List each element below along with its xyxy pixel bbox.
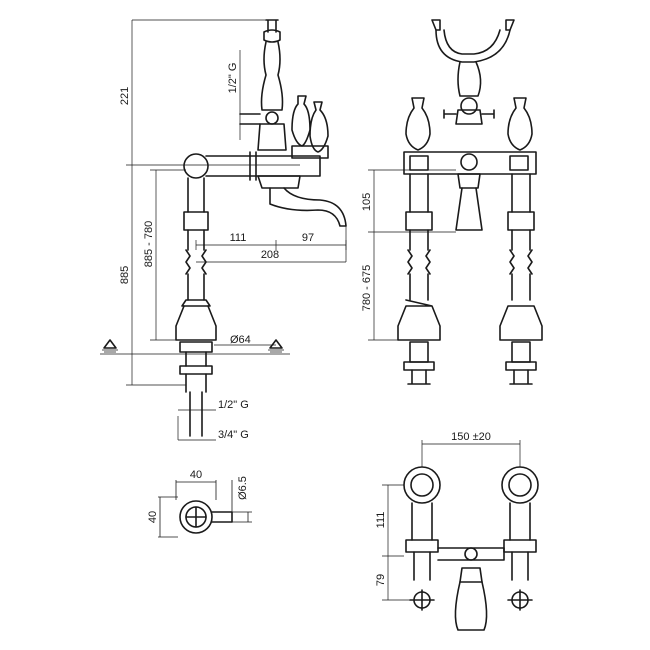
hole-detail-dimensions: 40 40 Ø6.5 — [147, 469, 249, 523]
dim-105: 105 — [361, 193, 373, 211]
dim-111-plan: 111 — [375, 512, 387, 529]
hole-detail — [158, 480, 252, 538]
dim-half-g-bottom: 1/2" G — [218, 399, 249, 411]
dim-dia6-5: Ø6.5 — [237, 476, 249, 500]
dim-40-side: 40 — [147, 511, 159, 523]
dim-221: 221 — [119, 87, 131, 105]
side-view-dimensions: 221 1/2" G 885 885 - 780 111 97 208 Ø64 … — [119, 19, 347, 441]
front-view — [397, 19, 543, 385]
dim-half-g-top: 1/2" G — [227, 63, 239, 94]
dim-97: 97 — [302, 232, 314, 244]
dim-780-675: 780 - 675 — [361, 265, 373, 311]
front-view-dimensions: 105 780 - 675 — [361, 169, 456, 341]
dim-150: 150 ±20 — [451, 431, 491, 443]
plan-view — [403, 466, 539, 631]
dim-111-side: 111 — [230, 232, 247, 244]
plan-view-dimensions: 150 ±20 111 79 — [375, 431, 521, 601]
dim-three-quarter-g: 3/4" G — [218, 429, 249, 441]
dim-885: 885 — [119, 266, 131, 284]
dim-885-780: 885 - 780 — [143, 221, 155, 267]
dim-79: 79 — [375, 574, 387, 586]
dim-dia64: Ø64 — [230, 334, 251, 346]
side-view — [100, 19, 347, 437]
dim-208: 208 — [261, 249, 279, 261]
dim-40-top: 40 — [190, 469, 202, 481]
